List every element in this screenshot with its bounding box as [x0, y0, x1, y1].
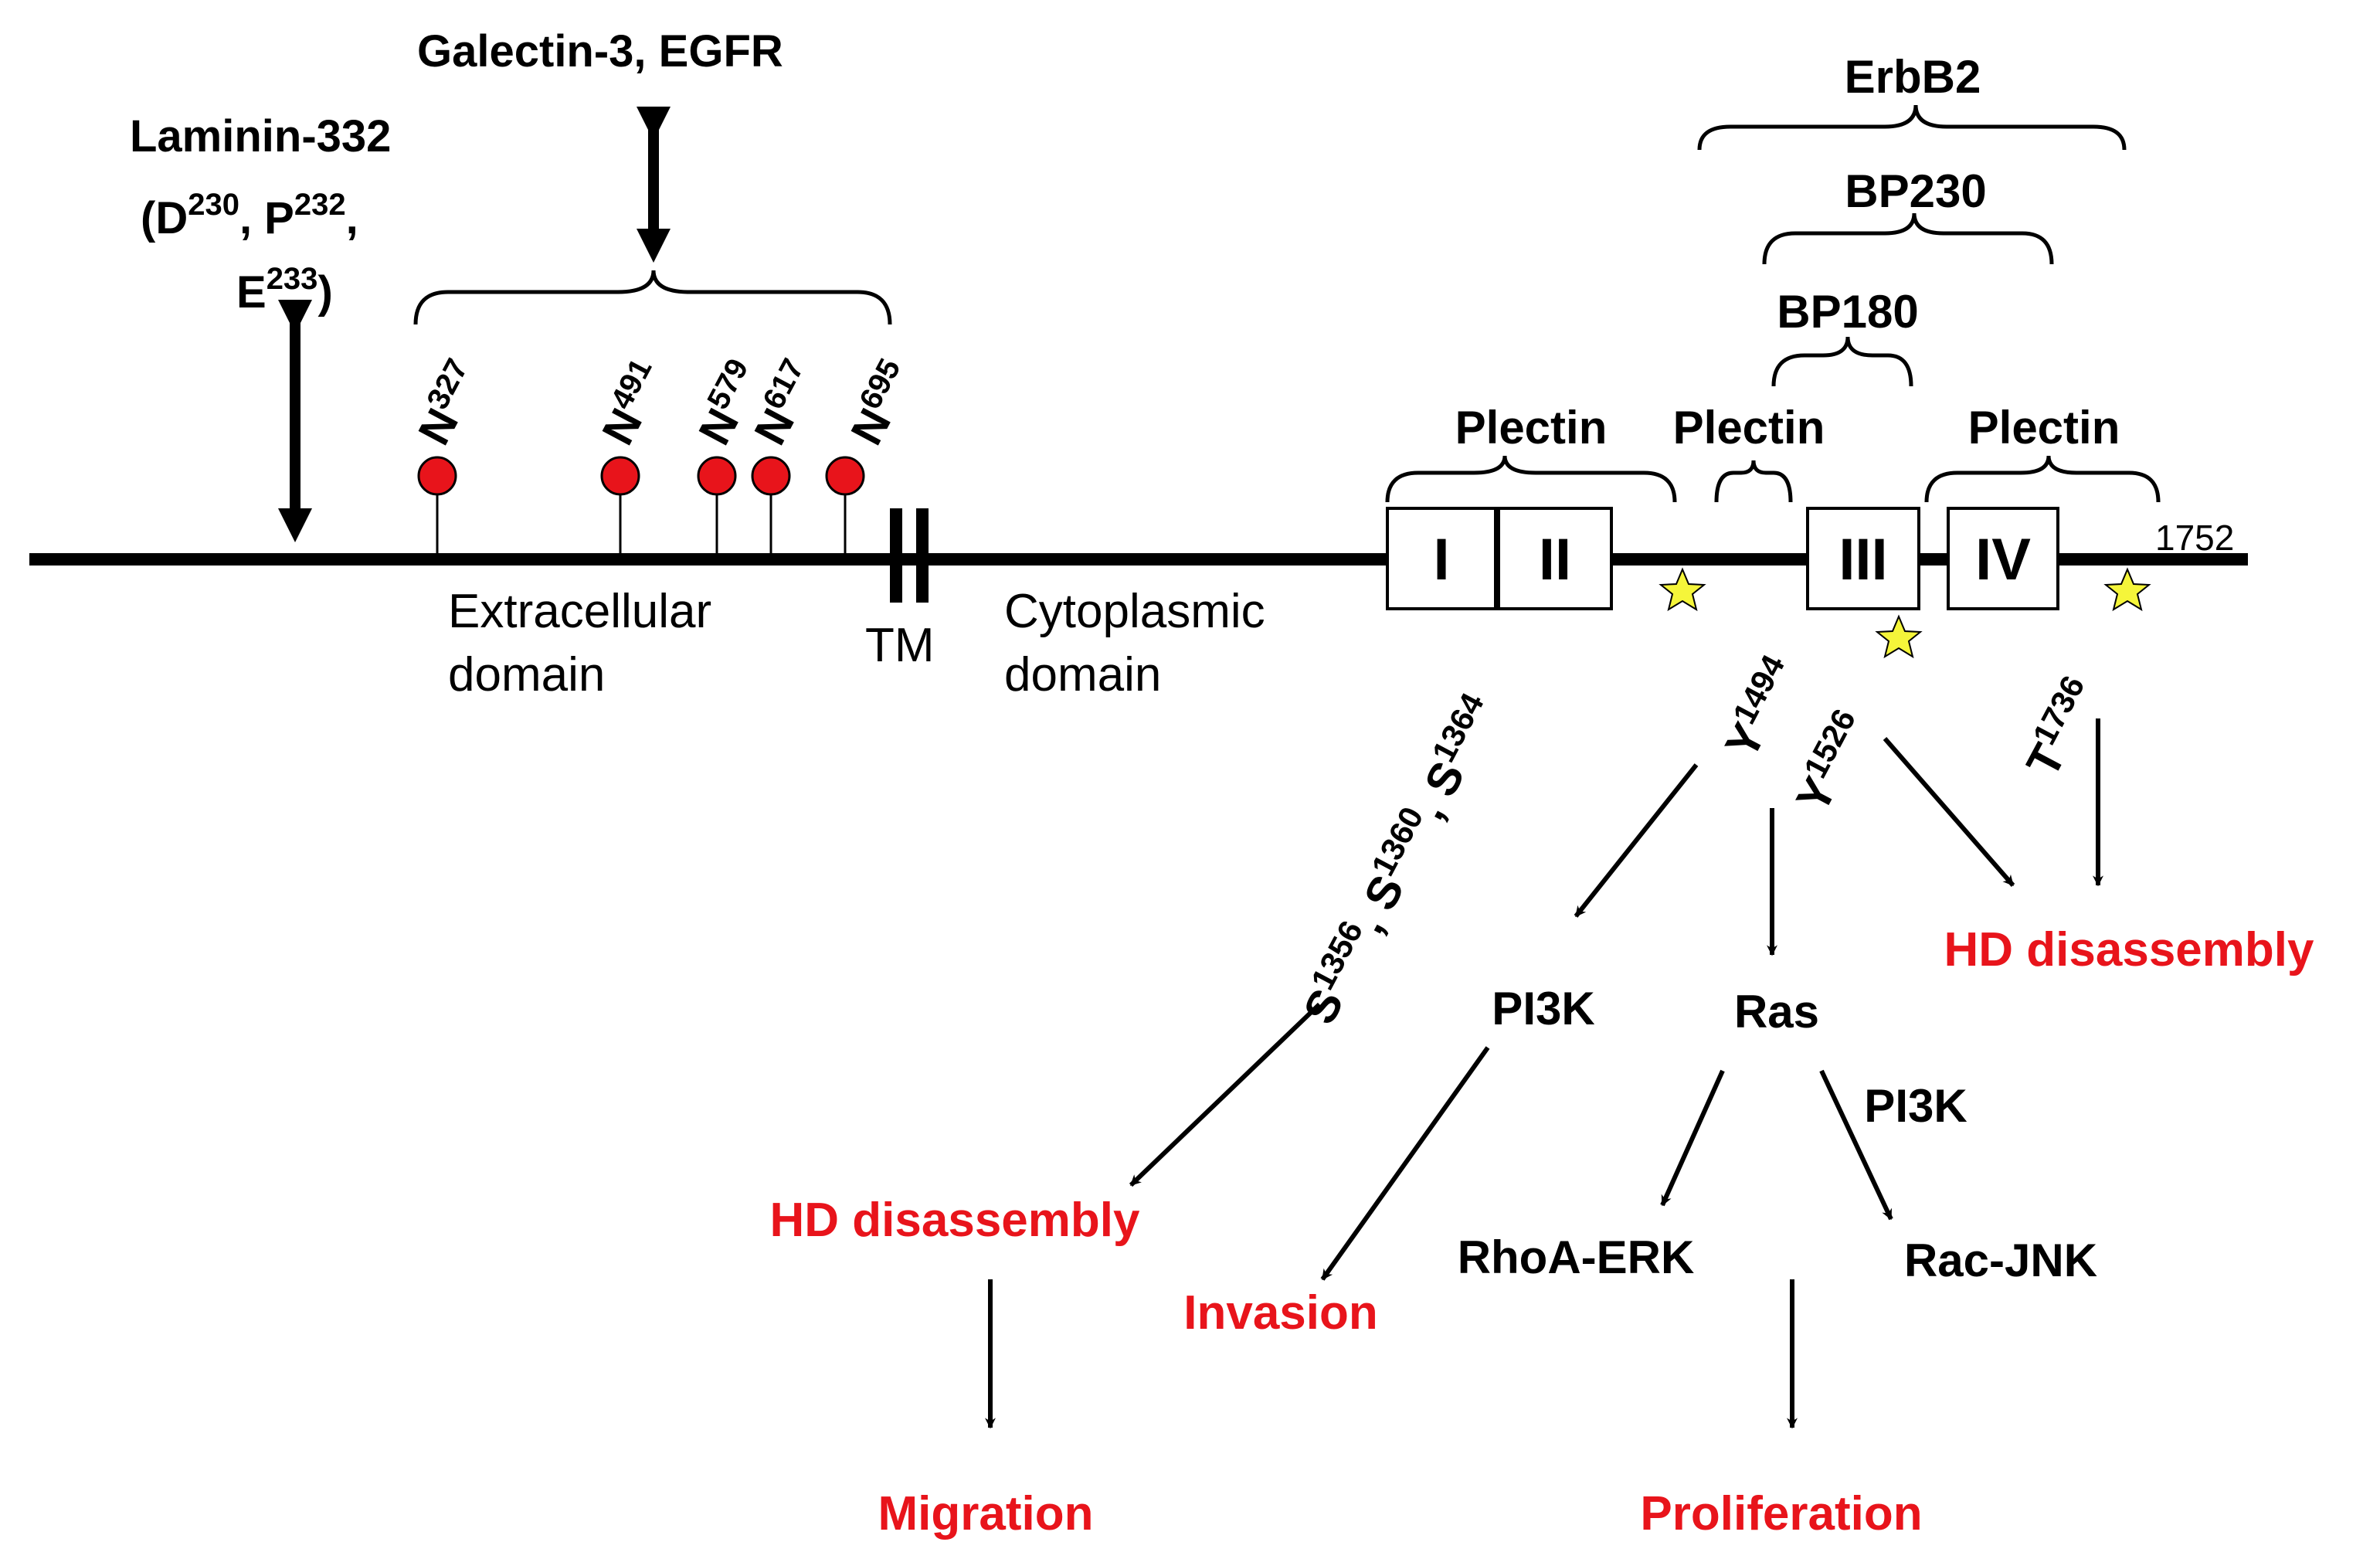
- arrow-y1494-to-pi3k: [1574, 763, 1699, 918]
- rac-jnk-label: Rac-JNK: [1904, 1235, 2097, 1286]
- glyco-label-n695: N695: [838, 353, 925, 453]
- plectin-brace-3: [1924, 455, 2161, 503]
- extracellular-label-2: domain: [448, 648, 605, 701]
- extracellular-label-1: Extracellular: [448, 585, 711, 638]
- fn-domain-iv: IV: [1947, 507, 2059, 610]
- svg-text:IV: IV: [1975, 527, 2031, 593]
- y1494-label: Y1494: [1711, 648, 1809, 766]
- cytoplasmic-label-2: domain: [1004, 648, 1161, 701]
- plectin-brace-1: [1385, 455, 1677, 503]
- y1526-label: Y1526: [1782, 703, 1880, 820]
- outcome-invasion: Invasion: [1183, 1286, 1378, 1340]
- rhoa-erk-label: RhoA-ERK: [1458, 1231, 1695, 1283]
- cytoplasmic-label-1: Cytoplasmic: [1004, 585, 1265, 638]
- glyco-label-n327: N327: [406, 353, 493, 453]
- plectin-label-1: Plectin: [1455, 402, 1608, 453]
- svg-text:II: II: [1539, 527, 1571, 593]
- phospho-star-2: [1875, 614, 1923, 659]
- laminin-label: Laminin-332: [130, 111, 391, 161]
- phospho-star-3: [2103, 567, 2151, 612]
- glycosylation-pin-3: [697, 456, 737, 553]
- tm-label: TM: [865, 619, 935, 672]
- fn-domain-ii: II: [1497, 507, 1613, 610]
- pi3k-right-label: PI3K: [1864, 1080, 1967, 1132]
- erbb2-label: ErbB2: [1845, 51, 1981, 103]
- galectin-egfr-label: Galectin-3, EGFR: [417, 26, 783, 76]
- t1736-label: T1736: [2012, 670, 2110, 785]
- phospho-star-1: [1659, 567, 1706, 612]
- bp180-label: BP180: [1777, 286, 1918, 338]
- outcome-migration: Migration: [878, 1487, 1094, 1540]
- outcome-hd-disassembly-left: HD disassembly: [770, 1194, 1141, 1247]
- bp180-brace: [1771, 336, 1913, 387]
- glycosylation-pin-4: [751, 456, 791, 553]
- pi3k-left-label: PI3K: [1492, 983, 1594, 1034]
- bp230-brace: [1762, 212, 2054, 265]
- arrow-ras-to-rac: [1819, 1069, 1893, 1221]
- galectin-brace: [413, 270, 892, 325]
- arrow-y1526-to-hd: [1883, 737, 2015, 887]
- glyco-label-n617: N617: [742, 353, 829, 453]
- arrow-ser-to-hd: [1129, 1002, 1322, 1187]
- arrow-pi3k-to-invasion: [1320, 1046, 1490, 1281]
- outcome-proliferation: Proliferation: [1640, 1487, 1922, 1540]
- plectin-label-3: Plectin: [1968, 402, 2120, 453]
- fn-domain-iii: III: [1806, 507, 1920, 610]
- bp230-label: BP230: [1845, 165, 1986, 217]
- fn-domain-i: I: [1386, 507, 1497, 610]
- plectin-brace-2: [1714, 460, 1793, 503]
- arrow-ras-to-rhoa: [1660, 1069, 1725, 1207]
- glycosylation-pin-5: [825, 456, 865, 553]
- laminin-residues-line3: E233): [236, 262, 333, 318]
- svg-text:III: III: [1838, 527, 1887, 593]
- erbb2-brace: [1697, 104, 2127, 151]
- glyco-label-n491: N491: [589, 353, 677, 453]
- svg-text:I: I: [1433, 527, 1449, 593]
- glycosylation-pin-2: [600, 456, 640, 553]
- plectin-label-2: Plectin: [1673, 402, 1825, 453]
- outcome-hd-disassembly-right: HD disassembly: [1944, 923, 2315, 976]
- ras-label: Ras: [1734, 986, 1819, 1038]
- laminin-residues-line2: (D230, P232,: [141, 188, 358, 243]
- length-label: 1752: [2155, 518, 2234, 558]
- glycosylation-pin-1: [417, 456, 457, 553]
- transmembrane-marker: [890, 508, 929, 603]
- serine-sites-label: S1356, S1360, S1364: [1289, 687, 1509, 1032]
